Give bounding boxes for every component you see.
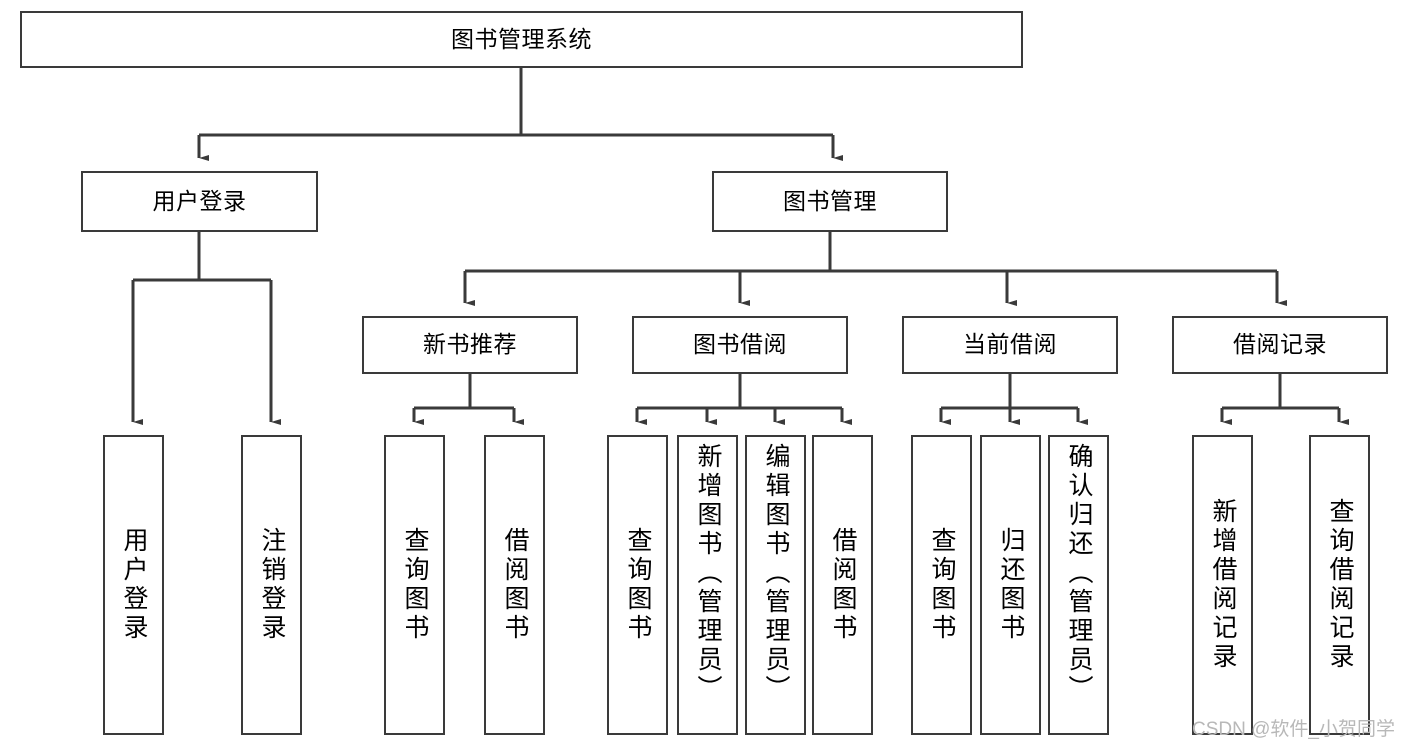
node-current-borrow-label: 当前借阅 (963, 331, 1057, 358)
node-user-login[interactable]: 用户登录 (81, 171, 318, 232)
leaf-borrow-book-2[interactable]: 借阅图书 (812, 435, 873, 735)
leaf-edit-book-label: 编辑图书（管理员） (762, 443, 790, 704)
leaf-confirm-return[interactable]: 确认归还（管理员） (1048, 435, 1109, 735)
node-current-borrow[interactable]: 当前借阅 (902, 316, 1118, 374)
leaf-query-book-3-label: 查询图书 (928, 527, 956, 643)
leaf-add-record-label: 新增借阅记录 (1209, 498, 1237, 672)
csdn-watermark: CSDN @软件_小贺同学 (1192, 719, 1395, 740)
leaf-return-book[interactable]: 归还图书 (980, 435, 1041, 735)
node-borrow-record-label: 借阅记录 (1233, 331, 1327, 358)
node-root[interactable]: 图书管理系统 (20, 11, 1023, 68)
leaf-borrow-book-1-label: 借阅图书 (501, 527, 529, 643)
node-root-label: 图书管理系统 (451, 25, 592, 52)
leaf-query-book-1[interactable]: 查询图书 (384, 435, 445, 735)
leaf-add-book-label: 新增图书（管理员） (694, 443, 722, 704)
leaf-query-record-label: 查询借阅记录 (1326, 498, 1354, 672)
leaf-user-login[interactable]: 用户登录 (103, 435, 164, 735)
leaf-confirm-return-label: 确认归还（管理员） (1065, 443, 1093, 704)
node-user-login-label: 用户登录 (152, 187, 247, 214)
leaf-add-record[interactable]: 新增借阅记录 (1192, 435, 1253, 735)
leaf-user-login-label: 用户登录 (120, 527, 148, 643)
leaf-query-book-3[interactable]: 查询图书 (911, 435, 972, 735)
leaf-return-book-label: 归还图书 (997, 527, 1025, 643)
node-new-book-rec-label: 新书推荐 (423, 331, 517, 358)
leaf-logout[interactable]: 注销登录 (241, 435, 302, 735)
node-book-manage-label: 图书管理 (783, 187, 877, 214)
node-book-manage[interactable]: 图书管理 (712, 171, 948, 232)
node-book-borrow[interactable]: 图书借阅 (632, 316, 848, 374)
leaf-query-book-2-label: 查询图书 (624, 527, 652, 643)
leaf-borrow-book-2-label: 借阅图书 (829, 527, 857, 643)
leaf-query-book-1-label: 查询图书 (401, 527, 429, 643)
node-borrow-record[interactable]: 借阅记录 (1172, 316, 1388, 374)
node-book-borrow-label: 图书借阅 (693, 331, 787, 358)
leaf-edit-book[interactable]: 编辑图书（管理员） (745, 435, 806, 735)
leaf-logout-label: 注销登录 (258, 527, 286, 643)
leaf-borrow-book-1[interactable]: 借阅图书 (484, 435, 545, 735)
leaf-query-record[interactable]: 查询借阅记录 (1309, 435, 1370, 735)
node-new-book-rec[interactable]: 新书推荐 (362, 316, 578, 374)
leaf-query-book-2[interactable]: 查询图书 (607, 435, 668, 735)
leaf-add-book[interactable]: 新增图书（管理员） (677, 435, 738, 735)
